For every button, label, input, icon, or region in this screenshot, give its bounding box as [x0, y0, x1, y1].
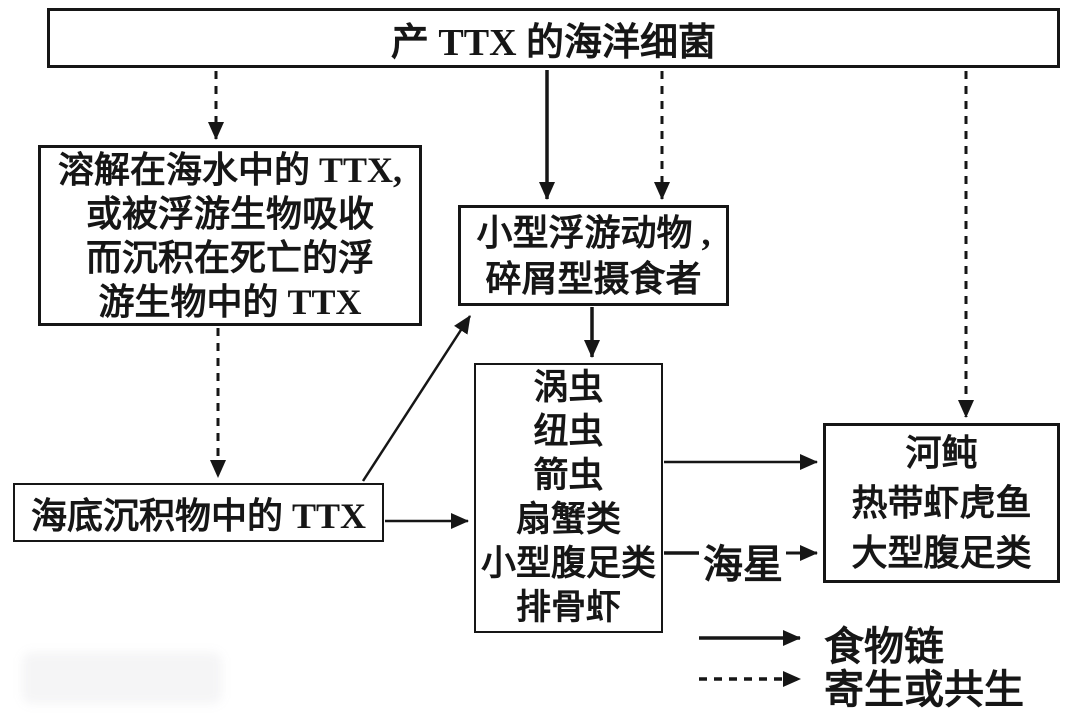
faint-watermark: [22, 652, 222, 704]
node-label: 海底沉积物中的 TTX: [30, 495, 367, 536]
node-line: 游生物中的 TTX: [98, 281, 362, 322]
node-line: 排骨虾: [515, 588, 621, 627]
node-top-predators: 河鲀 热带虾虎鱼 大型腹足类: [823, 423, 1060, 583]
legend-food-chain-label: 食物链: [824, 624, 944, 669]
node-sediment-ttx: 海底沉积物中的 TTX: [13, 483, 384, 542]
legend-parasitism-label: 寄生或共生: [824, 667, 1024, 712]
node-starfish: 海星: [703, 542, 783, 587]
node-line: 纽虫: [533, 412, 604, 451]
node-dissolved-ttx: 溶解在海水中的 TTX, 或被浮游生物吸收 而沉积在死亡的浮 游生物中的 TTX: [38, 145, 422, 326]
node-line: 大型腹足类: [851, 533, 1032, 573]
node-line: 碎屑型摄食者: [485, 258, 702, 299]
node-line: 扇蟹类: [515, 500, 621, 539]
node-line: 溶解在海水中的 TTX,: [57, 149, 403, 190]
node-small-zooplankton: 小型浮游动物 , 碎屑型摄食者: [458, 205, 729, 306]
node-line: 或被浮游生物吸收: [85, 193, 374, 234]
node-line: 小型浮游动物 ,: [476, 212, 711, 253]
node-line: 河鲀: [905, 433, 978, 473]
node-invertebrates: 涡虫 纽虫 箭虫 扇蟹类 小型腹足类 排骨虾: [474, 363, 663, 633]
node-line: 箭虫: [533, 456, 604, 495]
node-line: 而沉积在死亡的浮: [85, 237, 374, 278]
node-ttx-marine-bacteria: 产 TTX 的海洋细菌: [47, 8, 1060, 68]
node-line: 小型腹足类: [480, 544, 656, 583]
node-label: 产 TTX 的海洋细菌: [390, 21, 717, 64]
arrow-sediment-to-zooplankton: [361, 315, 472, 482]
node-line: 涡虫: [533, 368, 604, 407]
node-line: 热带虾虎鱼: [851, 483, 1032, 523]
